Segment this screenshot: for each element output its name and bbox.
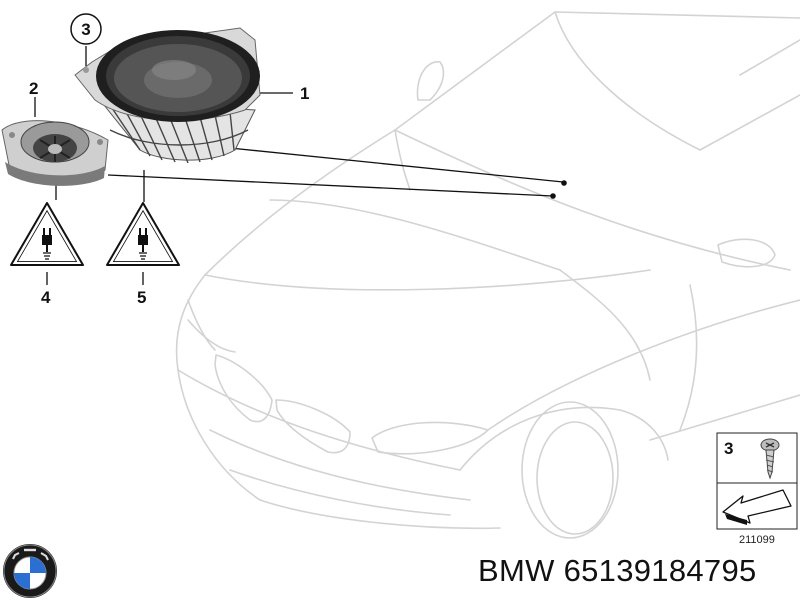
callout-4: 4 [41,288,51,307]
leader-end-dot [561,180,567,186]
arrow-icon [722,489,792,525]
leader-end-dot [550,193,556,199]
bmw-logo [3,544,57,598]
part-number-caption: BMW 65139184795 [478,553,757,588]
diagram-id: 211099 [739,534,775,546]
callout-3: 3 [70,13,102,45]
fastener-legend: 3 [716,432,798,530]
callout-2: 2 [29,79,38,98]
car-outline [175,11,800,539]
callout-5: 5 [137,288,146,307]
leader-lines [34,46,564,285]
screw-icon [760,438,780,480]
svg-text:3: 3 [81,20,90,39]
tweeter [1,120,109,186]
callout-1: 1 [300,84,309,103]
midrange-speaker [74,27,261,164]
plug-warning-icon [106,202,180,266]
svg-text:3: 3 [724,439,733,458]
plug-warning-icon [10,202,84,266]
